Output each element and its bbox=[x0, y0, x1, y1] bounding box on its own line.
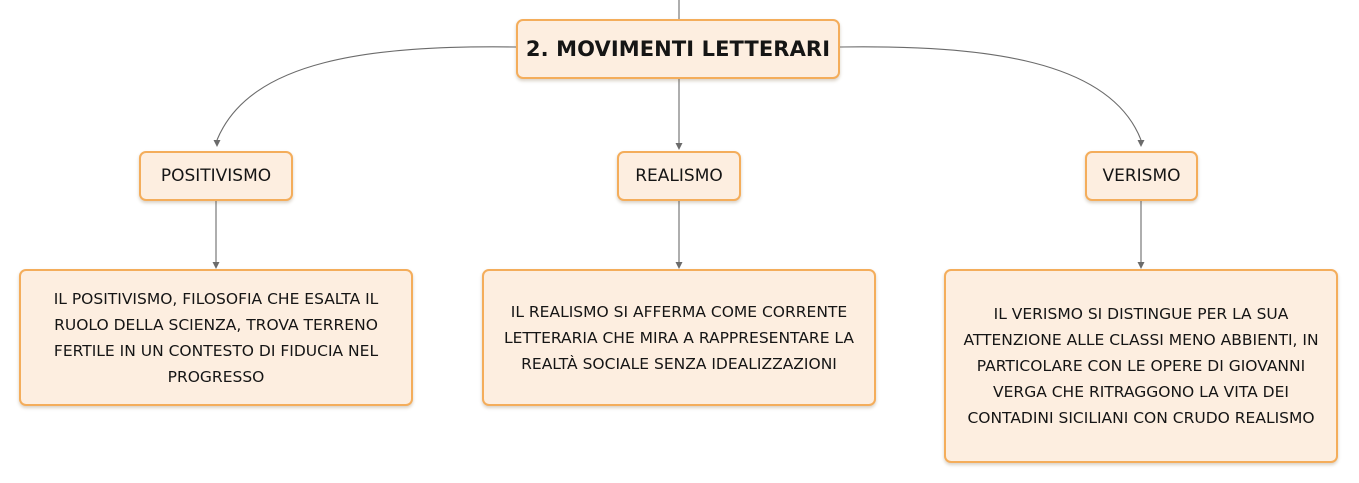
description-text-verismo: IL VERISMO SI DISTINGUE PER LA SUA ATTEN… bbox=[963, 305, 1319, 427]
connector-root-to-verismo bbox=[839, 46, 1142, 141]
topic-node-verismo[interactable]: VERISMO bbox=[1085, 151, 1198, 201]
arrowhead-realismo-description bbox=[675, 262, 683, 269]
description-node-positivismo[interactable]: IL POSITIVISMO, FILOSOFIA CHE ESALTA IL … bbox=[19, 269, 413, 406]
topic-node-realismo[interactable]: REALISMO bbox=[617, 151, 741, 201]
description-node-realismo[interactable]: IL REALISMO SI AFFERMA COME CORRENTE LET… bbox=[482, 269, 876, 406]
connector-root-to-positivismo bbox=[216, 46, 517, 141]
arrowhead-verismo bbox=[1137, 140, 1145, 147]
arrowhead-realismo bbox=[675, 143, 683, 150]
arrowhead-positivismo bbox=[213, 140, 221, 147]
topic-node-positivismo[interactable]: POSITIVISMO bbox=[139, 151, 293, 201]
description-text-positivismo: IL POSITIVISMO, FILOSOFIA CHE ESALTA IL … bbox=[53, 289, 379, 386]
root-node-label: 2. MOVIMENTI LETTERARI bbox=[525, 37, 831, 61]
arrowhead-positivismo-description bbox=[212, 262, 220, 269]
arrowhead-verismo-description bbox=[1137, 262, 1145, 269]
topic-label-realismo: REALISMO bbox=[635, 166, 723, 186]
description-node-verismo[interactable]: IL VERISMO SI DISTINGUE PER LA SUA ATTEN… bbox=[944, 269, 1338, 463]
topic-label-verismo: VERISMO bbox=[1102, 166, 1181, 186]
description-text-realismo: IL REALISMO SI AFFERMA COME CORRENTE LET… bbox=[503, 302, 855, 373]
topic-label-positivismo: POSITIVISMO bbox=[160, 166, 272, 186]
root-node[interactable]: 2. MOVIMENTI LETTERARI bbox=[516, 19, 840, 79]
